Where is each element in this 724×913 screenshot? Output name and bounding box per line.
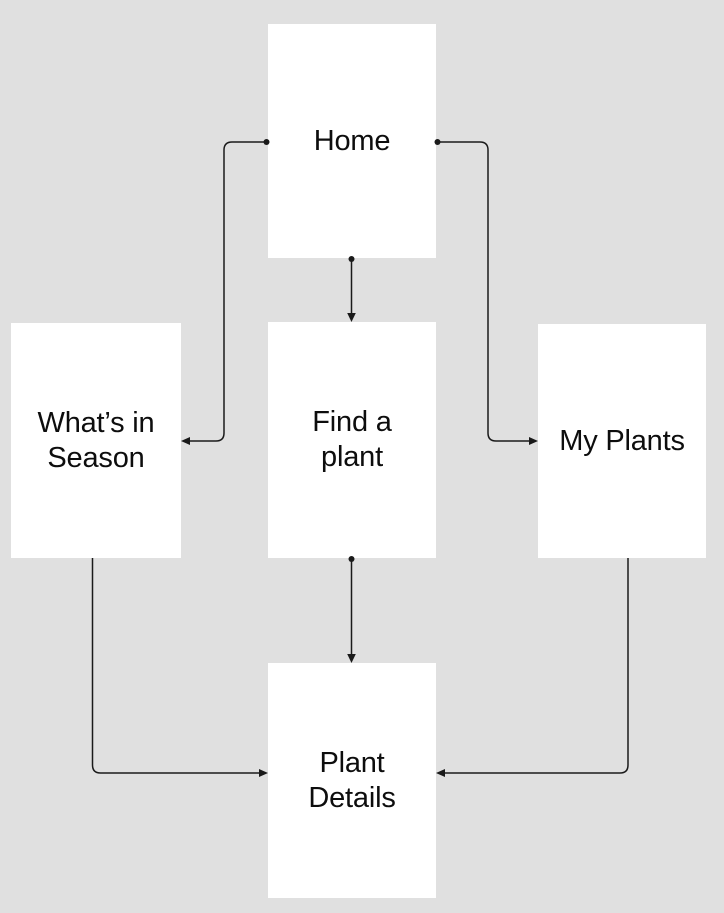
arrowhead-right-icon [259,769,268,777]
edge-home-find-a-plant [347,256,356,322]
node-home-label: Home [313,124,391,157]
node-whats-in-season-label: What’s in Season [37,406,155,474]
arrowhead-left-icon [181,437,190,445]
node-plant-details[interactable]: Plant Details [268,663,436,898]
edge-home-whats-in-season [181,139,270,445]
arrowhead-down-icon [347,654,356,663]
edge-home-my-plants [434,139,538,445]
node-find-a-plant[interactable]: Find a plant [268,322,436,558]
node-whats-in-season[interactable]: What’s in Season [11,323,181,558]
arrowhead-left-icon [436,769,445,777]
node-home[interactable]: Home [268,24,436,258]
node-my-plants[interactable]: My Plants [538,324,706,558]
edge-find-a-plant-plant-details [347,556,356,663]
edge-my-plants-plant-details [436,558,629,777]
arrowhead-down-icon [347,313,356,322]
node-my-plants-label: My Plants [559,424,685,457]
arrowhead-right-icon [529,437,538,445]
edge-whats-in-season-plant-details [91,558,268,777]
node-find-a-plant-label: Find a plant [312,406,392,473]
node-plant-details-label: Plant Details [308,746,396,814]
